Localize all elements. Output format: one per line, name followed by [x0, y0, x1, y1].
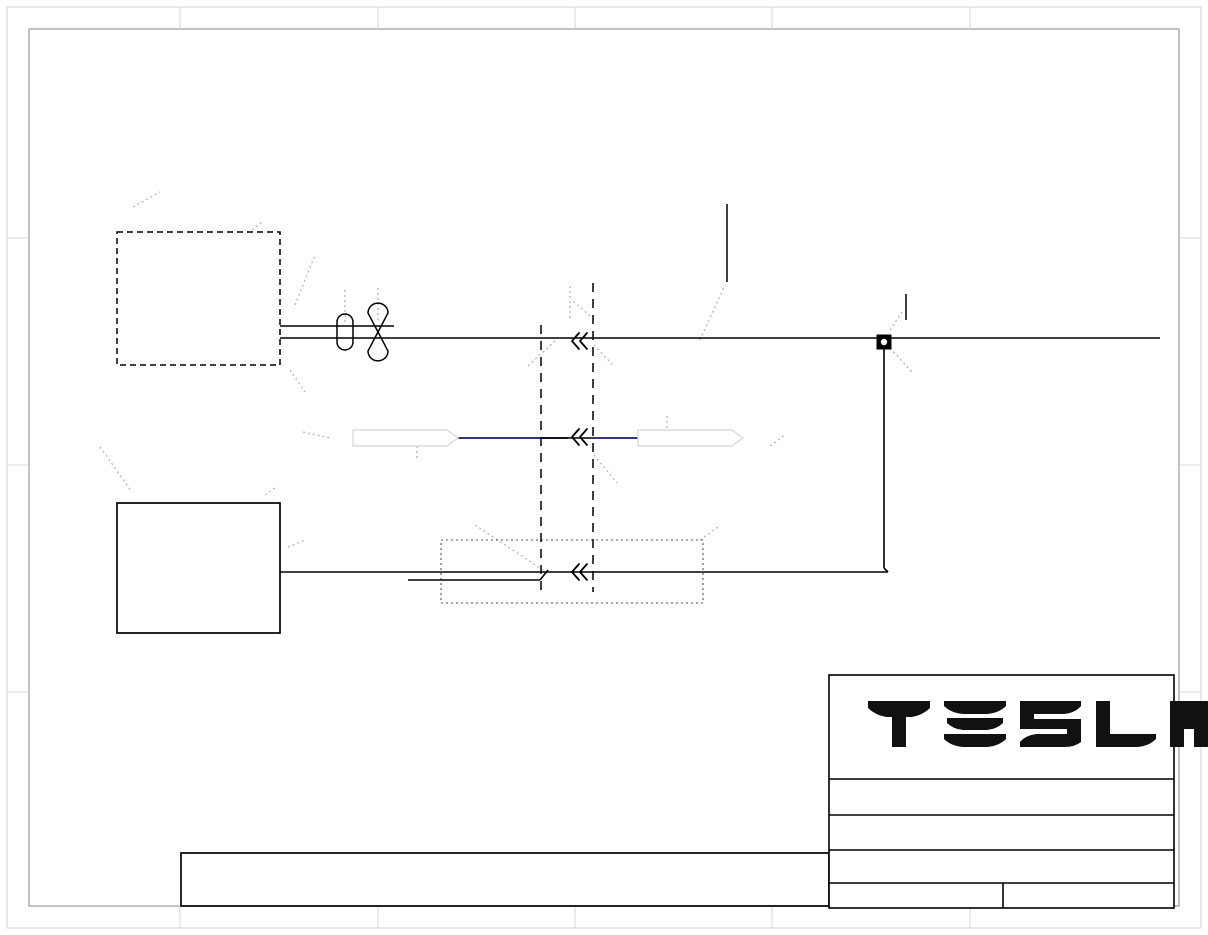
junction-center-dot: [880, 337, 889, 346]
harness-region: [440, 539, 704, 604]
direction-chevron-mid: [571, 428, 588, 446]
junction-node: [876, 334, 892, 350]
leader-top-chevR: [571, 299, 591, 317]
lower-left-module: [116, 502, 281, 634]
chevron-stroke-0: [571, 563, 580, 581]
tesla-wordmark: [868, 701, 1208, 747]
wire-label-flag-left: [352, 429, 460, 447]
leader-lower-left: [99, 446, 133, 493]
frame-outer-border: [6, 6, 1202, 929]
notes-block: [180, 852, 830, 907]
leader-node-up: [889, 311, 903, 331]
node-drop-elbow: [883, 567, 889, 573]
leader-top-sepL: [527, 339, 557, 367]
leader-lower-box: [264, 486, 277, 496]
chevron-stroke-1: [579, 563, 588, 581]
leader-node-down: [889, 347, 913, 373]
chevron-stroke-1: [579, 428, 588, 446]
zone-tick-marks: [7, 7, 1201, 928]
chevron-stroke-0: [571, 332, 580, 350]
title-block-rows: [829, 778, 1174, 908]
notes-block: [180, 852, 830, 907]
shield-capsule-symbol: [336, 313, 354, 351]
twisted-pair-symbol: [367, 302, 389, 362]
direction-chevrons: [571, 332, 588, 581]
leader-lines: [99, 191, 913, 573]
wire-label-flag-right: [637, 429, 745, 447]
title-block: [828, 674, 1208, 909]
leader-upper-left-a: [132, 191, 161, 208]
leader-harness-right: [699, 526, 719, 541]
leader-harness: [474, 524, 547, 573]
leader-upper-lower: [289, 369, 306, 393]
chevron-stroke-0: [571, 428, 580, 446]
leader-upper-left-b: [251, 221, 263, 231]
bottom-branch-riser: [539, 569, 549, 581]
wire-symbols: [336, 302, 892, 362]
leader-top-right-b: [699, 284, 726, 341]
direction-chevron-bottom: [571, 563, 588, 581]
leader-top-right-a: [593, 344, 615, 367]
component-blocks: [116, 231, 704, 634]
direction-chevron-top: [571, 332, 588, 350]
upper-left-module: [116, 231, 281, 366]
leader-mid-left: [302, 431, 331, 439]
wire-runs: [280, 325, 1160, 581]
leader-mid-sep: [593, 454, 618, 484]
leader-lower-box-b: [287, 539, 306, 548]
chevron-stroke-1: [579, 332, 588, 350]
wire-label-flags: [352, 429, 745, 447]
leader-upper-mid: [294, 254, 316, 306]
leader-stems: [726, 204, 907, 320]
leader-mid-right: [769, 433, 787, 447]
dashed-separators: [540, 283, 594, 592]
